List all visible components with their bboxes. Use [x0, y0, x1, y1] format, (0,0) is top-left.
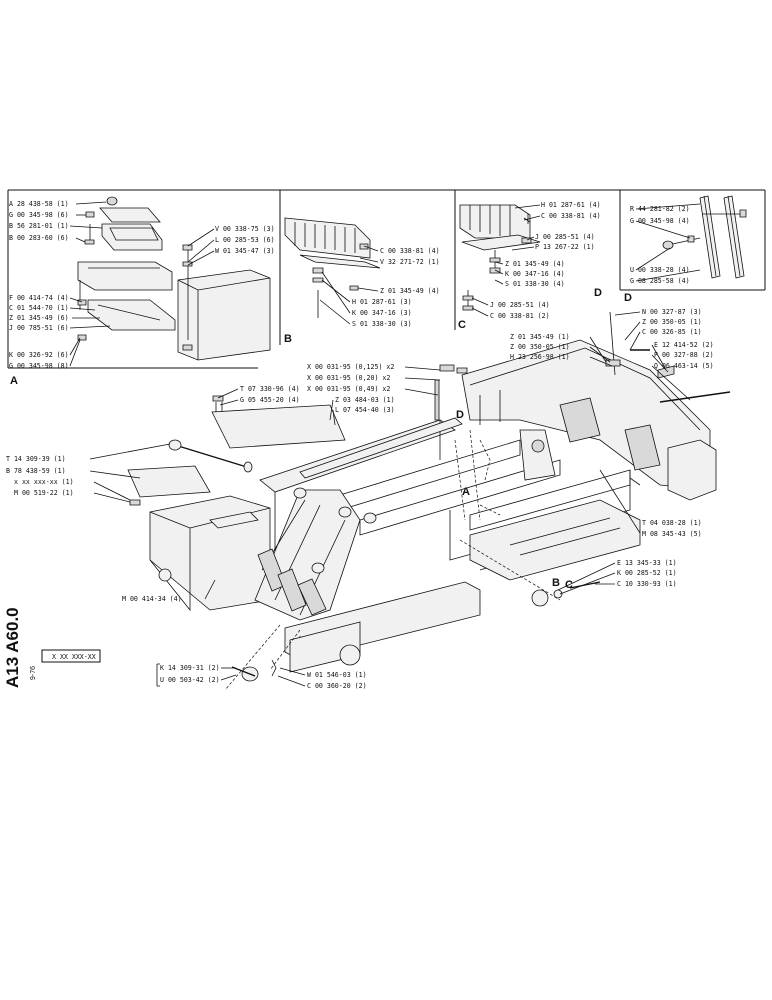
part-label: G 00 345-98 (4) — [630, 217, 690, 225]
part-label: G 08 285-58 (4) — [630, 277, 690, 285]
part-label: E 13 345-33 (1) — [617, 559, 677, 567]
part-label: Z 01 345-49 (1) — [510, 333, 570, 341]
part-label: H 23 256-98 (1) — [510, 353, 570, 361]
detail-a-letter: A — [10, 375, 18, 387]
part-label: J 00 285-51 (4) — [535, 233, 595, 241]
detail-b-letter: B — [284, 333, 292, 345]
serial-box — [41, 649, 101, 663]
leader-lines — [69, 201, 701, 687]
part-label: K 00 285-52 (1) — [617, 569, 677, 577]
part-label: F 00 414-74 (4) — [9, 294, 69, 302]
part-label: V 00 338-75 (3) — [215, 225, 275, 233]
part-label: C 10 330-93 (1) — [617, 580, 677, 588]
part-label: M 08 345-43 (5) — [642, 530, 702, 538]
part-label: Z 01 345-49 (4) — [505, 260, 565, 268]
part-label: V 32 271-72 (1) — [380, 258, 440, 266]
part-label: H 01 287-61 (3) — [352, 298, 412, 306]
part-label: G 00 345-98 (6) — [9, 211, 69, 219]
detail-frames — [7, 189, 766, 369]
catalog-code: A13 A60.0 — [3, 607, 22, 688]
part-label: G 00 345-98 (8) — [9, 362, 69, 370]
marker-a-frame: A — [462, 486, 470, 498]
detail-a-drawing — [77, 196, 271, 361]
main-labels: N 00 327-87 (3) Z 00 350-05 (1) C 00 326… — [6, 308, 714, 690]
part-label: C 01 544-70 (1) — [9, 304, 69, 312]
part-label: x xx xxx-xx (1) — [14, 478, 74, 486]
part-label: J 00 285-51 (4) — [490, 301, 550, 309]
serial-box-text: X XX XXX-XX — [52, 653, 96, 661]
part-label: P 13 267-22 (1) — [535, 243, 595, 251]
part-label: G 05 455-20 (4) — [240, 396, 300, 404]
part-label: B 00 283-60 (6) — [9, 234, 69, 242]
part-label: A 28 438-58 (1) — [9, 200, 69, 208]
part-label: W 01 345-47 (3) — [215, 247, 275, 255]
part-label: L 07 454-40 (3) — [335, 406, 395, 414]
marker-d-upper: D — [594, 287, 602, 299]
part-label: X 00 031-95 (0,20) x2 — [307, 374, 390, 382]
part-label: P 00 327-88 (2) — [654, 351, 714, 359]
marker-d-counterweight: D — [456, 409, 464, 421]
part-label: Z 01 345-49 (6) — [9, 314, 69, 322]
part-label: C 00 338-81 (2) — [490, 312, 550, 320]
part-label: K 00 326-92 (6) — [9, 351, 69, 359]
part-label: C 00 360-20 (2) — [307, 682, 367, 690]
part-label: R 44 281-82 (2) — [630, 205, 690, 213]
detail-a-labels: A 28 438-58 (1) G 00 345-98 (6) B 56 281… — [9, 200, 275, 370]
part-label: C 00 338-81 (4) — [541, 212, 601, 220]
catalog-date: 9-76 — [30, 666, 37, 680]
part-label: X 00 031-95 (0,49) x2 — [307, 385, 390, 393]
part-label: K 00 347-16 (4) — [505, 270, 565, 278]
part-label: J 00 785-51 (6) — [9, 324, 69, 332]
part-label: K 00 347-16 (3) — [352, 309, 412, 317]
part-label: U 00 503-42 (2) — [160, 676, 220, 684]
part-label: S 01 338-30 (3) — [352, 320, 412, 328]
part-label: W 01 546-03 (1) — [307, 671, 367, 679]
part-label: U 00 338-28 (4) — [630, 266, 690, 274]
part-label: E 12 414-52 (2) — [654, 341, 714, 349]
catalog-sidebar: A13 A60.0 9-76 X XX XXX-XX — [3, 607, 101, 688]
part-label: Z 01 345-49 (4) — [380, 287, 440, 295]
detail-c-labels: H 01 287-61 (4) C 00 338-81 (4) J 00 285… — [490, 201, 601, 320]
part-label: Z 00 350-05 (1) — [510, 343, 570, 351]
part-label: Q 06 463-14 (5) — [654, 362, 714, 370]
part-label: T 14 309-39 (1) — [6, 455, 66, 463]
part-label: C 00 326-85 (1) — [642, 328, 702, 336]
detail-c-letter: C — [458, 319, 466, 331]
part-label: X 00 031-95 (0,125) x2 — [307, 363, 394, 371]
main-frame-drawing — [127, 311, 731, 691]
detail-c-drawing — [459, 204, 541, 311]
part-label: B 56 281-01 (1) — [9, 222, 69, 230]
part-label: T 07 330-96 (4) — [240, 385, 300, 393]
part-label: Z 00 350-05 (1) — [642, 318, 702, 326]
part-label: N 00 327-87 (3) — [642, 308, 702, 316]
part-label: C 00 338-81 (4) — [380, 247, 440, 255]
detail-d-labels: R 44 281-82 (2) G 00 345-98 (4) U 00 338… — [630, 205, 690, 285]
detail-d-letter: D — [624, 292, 632, 304]
part-label: K 14 309-31 (2) — [160, 664, 220, 672]
detail-b-labels: C 00 338-81 (4) V 32 271-72 (1) Z 01 345… — [352, 247, 440, 328]
part-label: T 04 038-28 (1) — [642, 519, 702, 527]
marker-b-frame: B — [552, 577, 560, 589]
part-label: M 00 519-22 (1) — [14, 489, 74, 497]
detail-d-drawing — [662, 195, 747, 279]
part-label: L 00 285-53 (6) — [215, 236, 275, 244]
part-label: S 01 338-30 (4) — [505, 280, 565, 288]
part-label: Z 03 484-03 (1) — [335, 396, 395, 404]
part-label: H 01 287-61 (4) — [541, 201, 601, 209]
part-label: B 78 438-59 (1) — [6, 467, 66, 475]
detail-b-drawing — [284, 217, 381, 318]
part-label: M 00 414-34 (4) — [122, 595, 182, 603]
